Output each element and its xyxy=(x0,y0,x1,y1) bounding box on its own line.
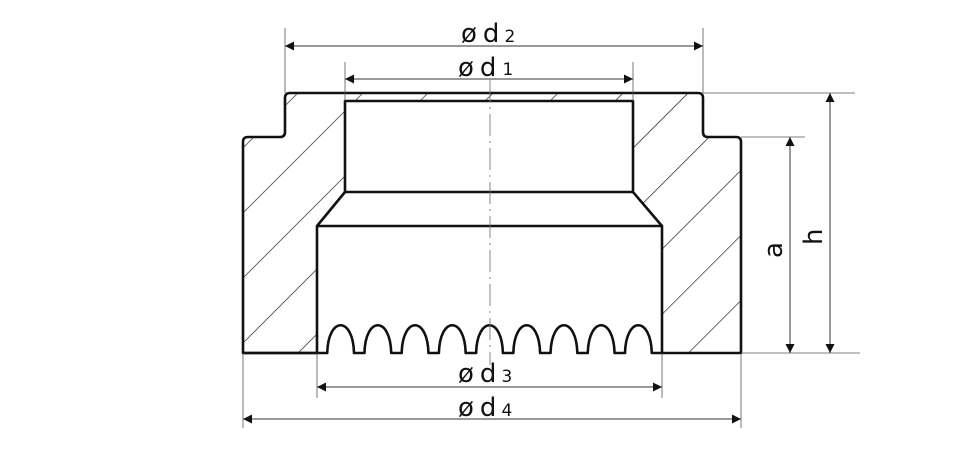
label-a: a xyxy=(759,242,789,258)
part-outline xyxy=(241,91,743,355)
label-h: h xyxy=(799,229,829,245)
extension-lines xyxy=(242,28,860,428)
knurled-teeth xyxy=(317,324,662,355)
